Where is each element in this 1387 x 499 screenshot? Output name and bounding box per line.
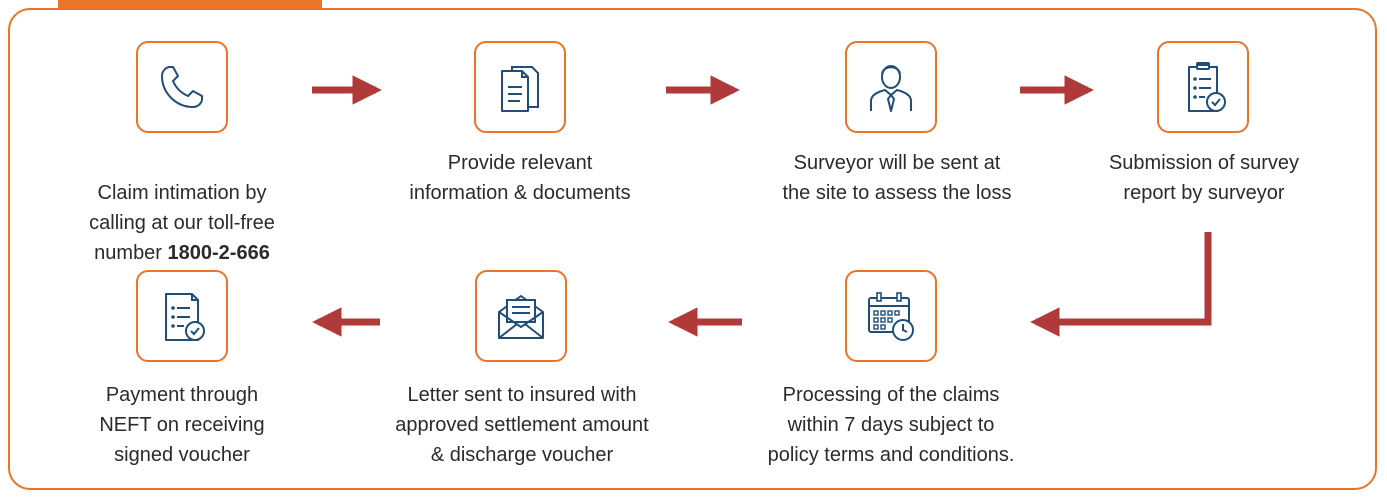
step-5-label: Processing of the claims within 7 days s… [767,384,1015,466]
step-5-icon-box [845,270,937,362]
step-6-label: Letter sent to insured with approved set… [395,384,649,466]
surveyor-person-icon [870,65,912,112]
checklist-voucher-icon [165,293,205,341]
documents-icon [501,66,539,112]
toll-free-number: 1800-2-666 [167,242,270,264]
step-7-icon-box [136,270,228,362]
phone-icon [161,66,203,108]
calendar-clock-icon [868,292,914,341]
clipboard-checklist-icon [1188,62,1226,112]
arrow-4-to-5 [1030,232,1212,337]
step-4-icon-box [1157,41,1249,133]
header-tab-strip [58,0,322,9]
step-3-icon-box [845,41,937,133]
envelope-letter-icon [498,295,544,339]
step-2-icon-box [474,41,566,133]
step-7-label: Payment through NEFT on receiving signed… [99,384,265,466]
step-1-icon-box [136,41,228,133]
step-3-label: Surveyor will be sent at the site to ass… [782,152,1012,204]
step-4-label: Submission of survey report by surveyor [1108,152,1300,204]
step-2-label: Provide relevant information & documents [409,152,631,204]
step-6-icon-box [475,270,567,362]
